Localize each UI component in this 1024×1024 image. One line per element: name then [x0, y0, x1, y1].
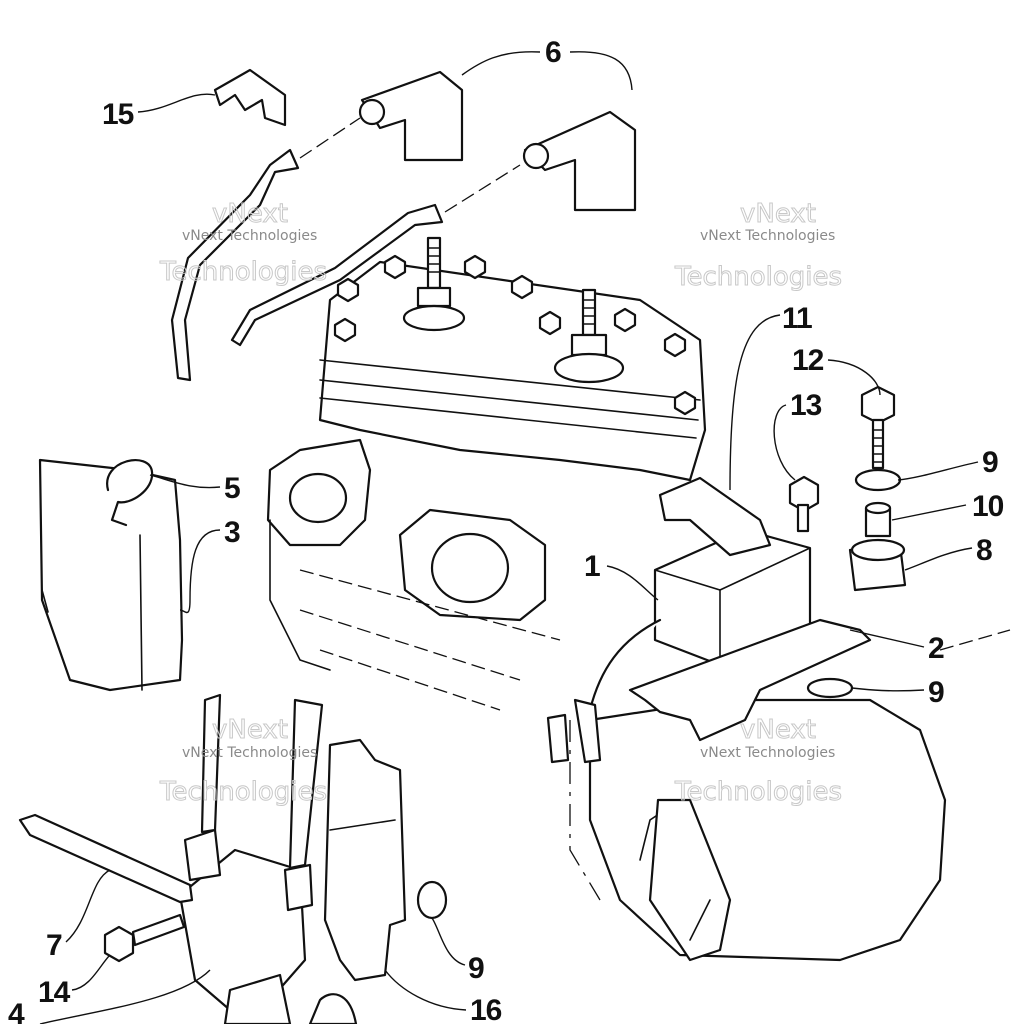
callout-11: 11 [782, 302, 812, 335]
bracket-part-16 [308, 738, 448, 1024]
svg-text:vNext: vNext [212, 199, 288, 229]
clip-part-5 [106, 459, 154, 527]
svg-text:Technologies: Technologies [674, 777, 842, 807]
wire-clip-part-15 [213, 68, 287, 127]
callout-13: 13 [790, 389, 822, 422]
callout-12: 12 [792, 344, 824, 377]
hardware-stack [788, 385, 907, 699]
callout-1: 1 [584, 550, 600, 583]
svg-text:Technologies: Technologies [159, 777, 327, 807]
svg-text:vNext Technologies: vNext Technologies [700, 745, 835, 761]
callouts: 6 15 11 12 13 9 5 10 3 8 1 2 9 7 9 14 16… [8, 36, 1005, 1024]
leader-lines [39, 51, 979, 1024]
callout-9-bottom: 9 [468, 952, 484, 985]
callout-4: 4 [8, 998, 25, 1024]
ignition-coil-part-4 [178, 693, 324, 1024]
svg-text:vNext Technologies: vNext Technologies [182, 745, 317, 761]
spark-plug-left [402, 236, 466, 332]
spark-plug-right [553, 288, 625, 384]
svg-text:vNext Technologies: vNext Technologies [182, 228, 317, 244]
callout-9-top: 9 [982, 446, 998, 479]
engine-block [266, 236, 1011, 962]
callout-14: 14 [38, 976, 71, 1009]
callout-2: 2 [928, 632, 944, 665]
cdi-module-part-1 [546, 476, 812, 764]
callout-5: 5 [224, 472, 240, 505]
callout-10: 10 [972, 490, 1004, 523]
watermarks: vNext Technologies vNext Technologies vN… [159, 199, 843, 808]
callout-3: 3 [224, 516, 240, 549]
mounting-plate-part-2 [628, 618, 872, 742]
callout-15: 15 [102, 98, 134, 131]
svg-text:vNext: vNext [740, 199, 816, 229]
spark-plug-caps-part-6 [358, 70, 637, 212]
head-bolts [333, 254, 697, 416]
callout-9-mid: 9 [928, 676, 944, 709]
callout-7: 7 [46, 929, 62, 962]
callout-8: 8 [976, 534, 992, 567]
svg-text:vNext: vNext [740, 715, 816, 745]
bolt-part-14 [103, 913, 186, 963]
svg-text:vNext Technologies: vNext Technologies [700, 228, 835, 244]
svg-text:Technologies: Technologies [674, 262, 842, 292]
callout-16: 16 [470, 994, 502, 1024]
ground-strap-part-7 [18, 813, 194, 904]
high-tension-wires [170, 117, 521, 382]
svg-text:Technologies: Technologies [159, 257, 327, 287]
callout-6: 6 [545, 36, 561, 69]
svg-text:vNext: vNext [212, 715, 288, 745]
